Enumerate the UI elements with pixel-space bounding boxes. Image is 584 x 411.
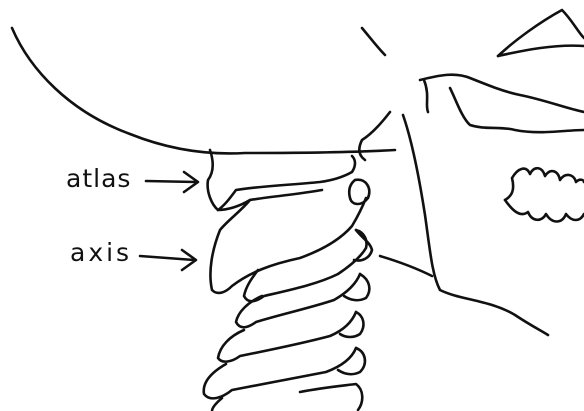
skull-outline: [12, 28, 395, 153]
throat-line: [380, 256, 432, 276]
atlas-label: atlas: [66, 166, 131, 191]
axis-label: axis: [70, 240, 132, 265]
axis-arrow: [140, 250, 196, 270]
mastoid-line: [424, 80, 428, 112]
ramus-back: [359, 112, 390, 160]
c4-vertebra: [236, 274, 360, 327]
odontoid-process: [349, 180, 369, 204]
atlas-vertebra: [208, 150, 355, 210]
orbit-outline: [362, 28, 385, 55]
c6-vertebra: [204, 348, 356, 398]
mandible-outline: [403, 115, 548, 335]
c7-vertebra: [212, 384, 362, 411]
zygomatic-arch: [420, 75, 584, 112]
upper-teeth: [505, 168, 584, 200]
c5-vertebra: [218, 312, 356, 362]
c6-body: [338, 348, 365, 374]
axis-vertebra: [210, 198, 366, 293]
cheekbone-lower: [498, 46, 584, 56]
atlas-arrow: [146, 172, 198, 192]
c5-body: [340, 312, 363, 337]
lower-teeth: [505, 200, 584, 222]
